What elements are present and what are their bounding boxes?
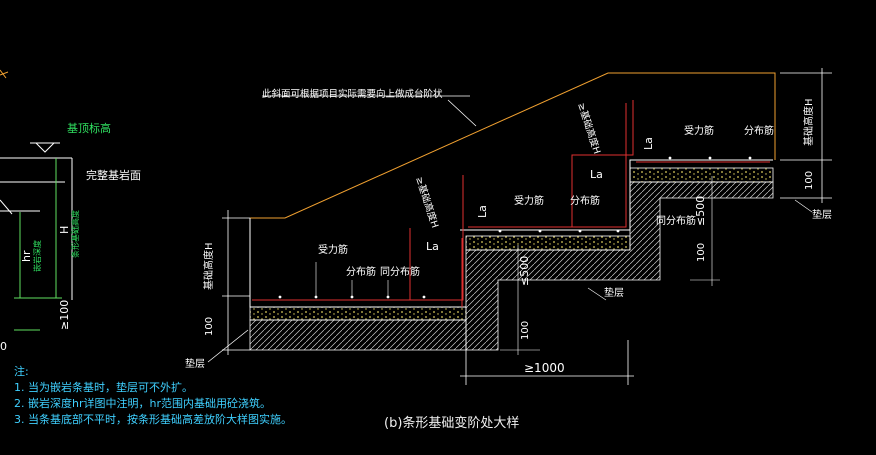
dim100-up: 100 xyxy=(696,243,707,262)
dim100-mid: 100 xyxy=(520,321,531,340)
H-label: H xyxy=(58,226,71,234)
note-item-3: 3. 当条基底部不平时，按条形基础高差放阶大样图实施。 xyxy=(14,413,292,426)
foundation-height-right: 基础高度H xyxy=(802,98,815,146)
elevation-marker-icon xyxy=(30,142,60,153)
H-desc-label: 条形基础高度 xyxy=(70,210,80,258)
note-item-2: 2. 嵌岩深度hr详图中注明，hr范围内基础用砼浇筑。 xyxy=(14,397,271,410)
ge1000-label: ≥1000 xyxy=(524,361,565,375)
same-dist-bar-label-low: 同分布筋 xyxy=(380,265,420,278)
slope-note: 此斜面可根据项目实际需要向上做成台阶状 xyxy=(262,88,443,100)
main-bar-label-mid: 受力筋 xyxy=(514,194,544,207)
note-item-1: 1. 当为嵌岩条基时，垫层可不外扩。 xyxy=(14,381,193,394)
La-label-up: La xyxy=(590,168,603,181)
main-bar-label-low: 受力筋 xyxy=(318,243,348,256)
La-label-vert-low: La xyxy=(476,205,489,218)
notes-block: 注: 1. 当为嵌岩条基时，垫层可不外扩。 2. 嵌岩深度hr详图中注明，hr范… xyxy=(14,364,292,428)
top-elevation-label: 基顶标高 xyxy=(67,121,111,135)
La-label-low: La xyxy=(426,240,439,253)
le500-up: ≤500 xyxy=(694,196,707,226)
ge100-left-label: ≥100 xyxy=(58,300,71,330)
le500-mid: ≤500 xyxy=(518,256,531,286)
cushion-label-mid: 垫层 xyxy=(604,286,624,299)
drawing-caption: (b)条形基础变阶处大样 xyxy=(384,416,520,431)
notes-title: 注: xyxy=(14,365,29,378)
dist-bar-label-mid: 分布筋 xyxy=(570,194,600,207)
dim100-right: 100 xyxy=(804,171,815,190)
cushion-label-left: 垫层 xyxy=(185,357,205,370)
foundation-height-mid: ≥基础高度H xyxy=(413,175,441,229)
left-detail: 基顶标高 完整基岩面 hr 嵌岩深度 H 条形基础高度 ≥100 0 xyxy=(0,69,141,353)
main-bar-label-up: 受力筋 xyxy=(684,124,714,137)
same-dist-bar-label-mid: 同分布筋 xyxy=(656,214,696,227)
left-fragment-label: 0 xyxy=(0,340,7,353)
rock-surface-label: 完整基岩面 xyxy=(86,168,141,182)
dist-bar-label-up: 分布筋 xyxy=(744,124,774,137)
dim100-left: 100 xyxy=(204,317,215,336)
step-foundation: 此斜面可根据项目实际需要向上做成台阶状 xyxy=(185,68,832,385)
dist-bar-label-low: 分布筋 xyxy=(346,265,376,278)
La-label-vert-up: La xyxy=(642,137,655,150)
foundation-height-upper: ≥基础高度H xyxy=(575,101,603,155)
hr-desc-label: 嵌岩深度 xyxy=(32,240,42,272)
cushion-label-right: 垫层 xyxy=(812,208,832,221)
hr-label: hr xyxy=(20,250,33,262)
foundation-height-left: 基础高度H xyxy=(202,242,215,290)
slope-line xyxy=(250,72,776,219)
